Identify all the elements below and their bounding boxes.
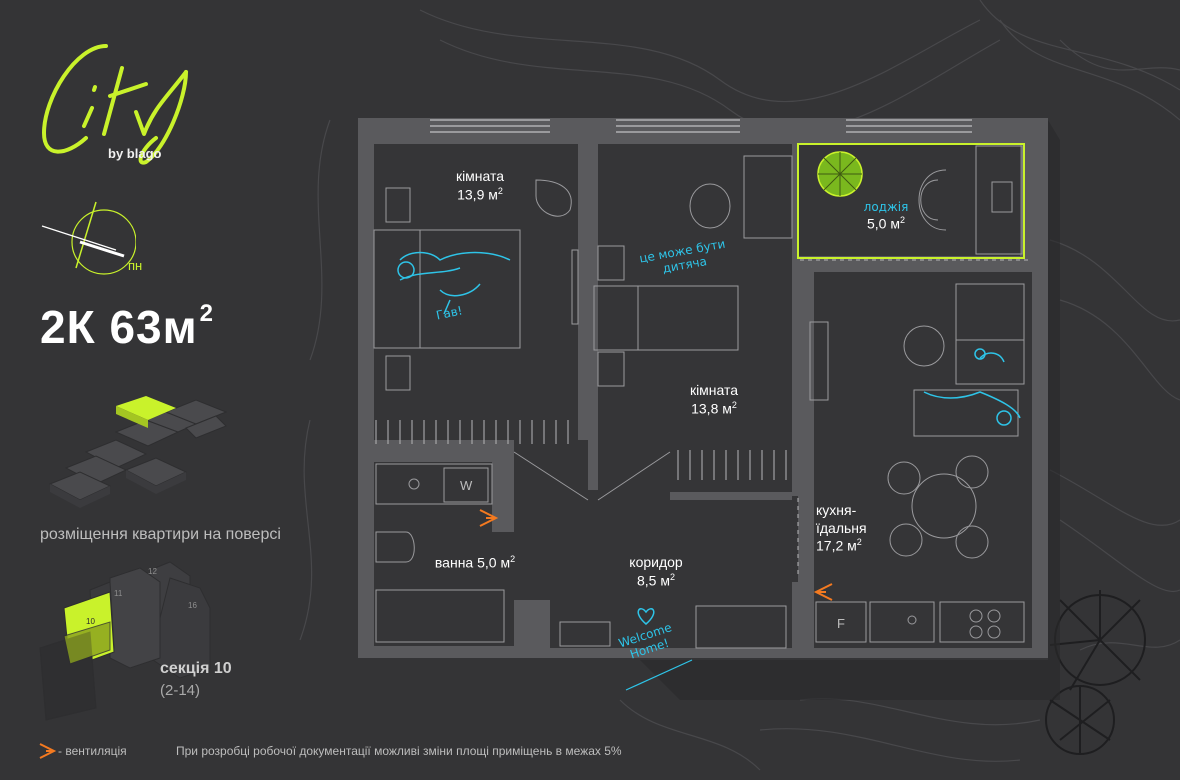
kitchen-people-sketch bbox=[923, 348, 1021, 426]
vent-marker-kitchen bbox=[813, 583, 833, 601]
section-number-12: 12 bbox=[148, 567, 157, 576]
section-range: (2-14) bbox=[160, 682, 201, 699]
section-label: секція 10 bbox=[160, 660, 232, 677]
washer-label: W bbox=[460, 478, 473, 493]
city-logo bbox=[42, 44, 188, 165]
heart-icon bbox=[637, 608, 655, 625]
section-number-10: 10 bbox=[86, 617, 95, 626]
floor-plan bbox=[358, 118, 1060, 700]
floor-location-caption: розміщення квартири на поверсі bbox=[40, 526, 281, 543]
area-disclaimer: При розробці робочої документації можлив… bbox=[176, 744, 622, 758]
logo-subtitle: by blago bbox=[108, 146, 162, 161]
section-number-16: 16 bbox=[188, 601, 197, 610]
compass-icon bbox=[41, 201, 136, 275]
apartment-title: 2К 63м2 bbox=[40, 299, 214, 353]
north-label: пн bbox=[128, 258, 143, 273]
vent-legend: - вентиляція bbox=[58, 744, 127, 758]
section-blocks: 10 11 12 16 bbox=[39, 561, 211, 721]
vent-icon bbox=[39, 743, 57, 759]
section-number-11: 11 bbox=[114, 589, 123, 598]
sleeping-people-sketch bbox=[397, 251, 511, 315]
vent-marker-bathroom bbox=[479, 509, 499, 527]
fridge-label: F bbox=[837, 616, 845, 631]
bathroom-label: ванна 5,0 м2 bbox=[434, 554, 516, 571]
floor-location-map bbox=[48, 396, 228, 508]
